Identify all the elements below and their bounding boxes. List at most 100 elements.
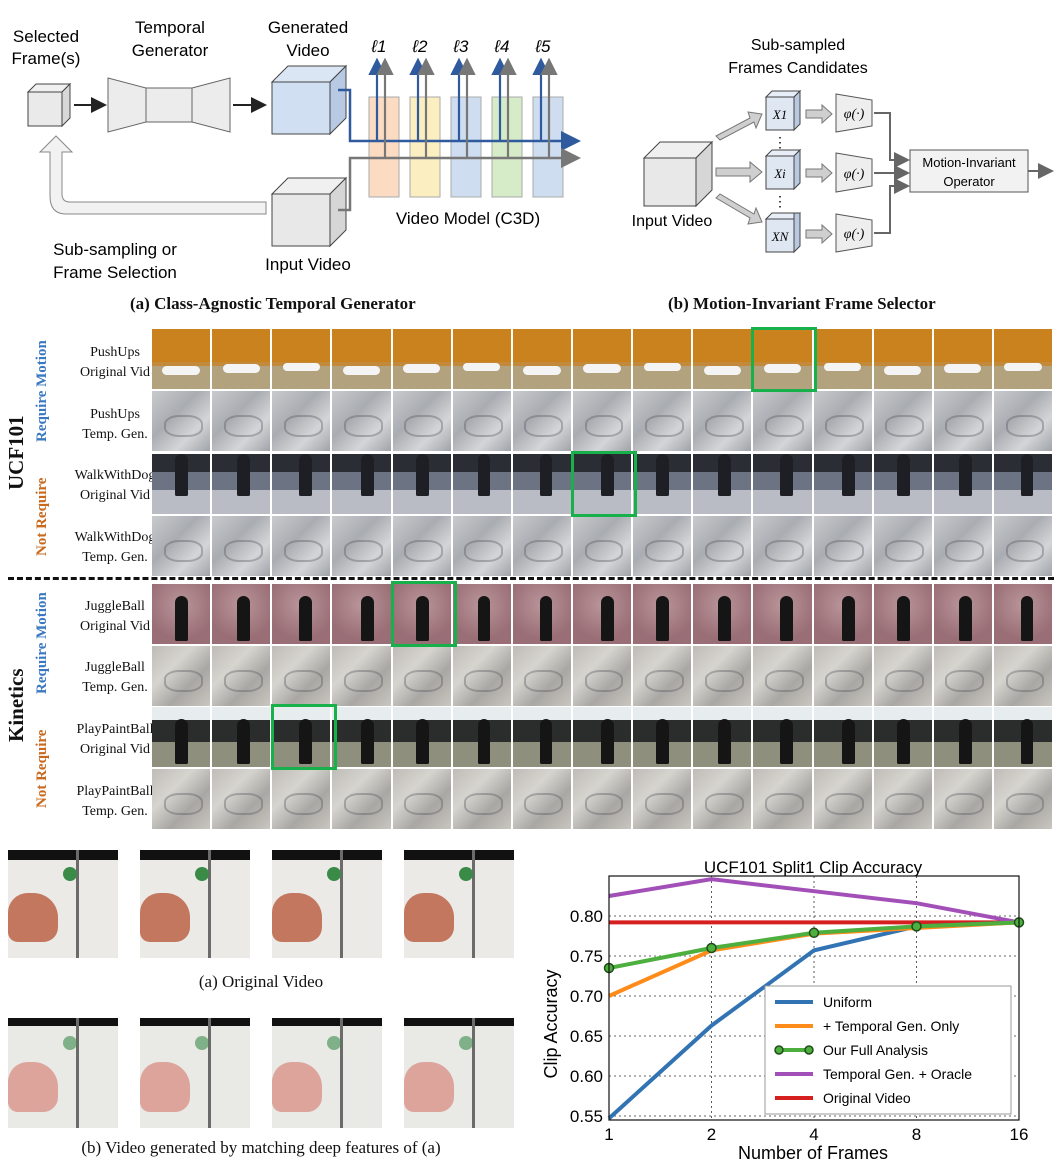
x-tick-label: 4 xyxy=(809,1125,818,1144)
video-frame xyxy=(633,769,692,829)
x1-label: X1 xyxy=(772,107,787,122)
video-frame xyxy=(873,454,932,514)
plot-frame xyxy=(608,875,1020,1121)
video-frame xyxy=(753,584,812,644)
y-tick-label: 0.70 xyxy=(570,987,603,1006)
generated-video-caption: (b) Video generated by matching deep fea… xyxy=(81,1138,441,1157)
video-frame xyxy=(993,646,1053,706)
video-frame xyxy=(572,646,632,706)
video-frame xyxy=(813,584,872,644)
selected-frame-highlight xyxy=(391,581,457,647)
video-thumbnail xyxy=(140,1018,250,1128)
video-frame xyxy=(152,516,211,576)
legend-entry: Original Video xyxy=(823,1090,911,1106)
candidate-xi-box: Xi xyxy=(764,148,802,191)
y-tick-label: 0.60 xyxy=(570,1067,603,1086)
video-frame xyxy=(212,584,271,644)
video-frame xyxy=(993,707,1053,767)
video-frame xyxy=(512,769,571,829)
video-thumbnail xyxy=(140,850,250,958)
legend-entry: + Temporal Gen. Only xyxy=(823,1018,959,1034)
video-frame xyxy=(693,646,752,706)
temporal-generator-label-2: Generator xyxy=(132,41,209,60)
video-frame xyxy=(392,646,451,706)
video-frame xyxy=(392,329,451,389)
subsampling-label-1: Sub-sampling or xyxy=(53,240,177,259)
selected-frame-highlight xyxy=(271,704,337,770)
video-frame xyxy=(272,329,331,389)
input-video-cube xyxy=(270,176,348,248)
video-frame xyxy=(753,516,812,576)
video-frame xyxy=(873,707,932,767)
video-frame xyxy=(933,516,992,576)
video-thumbnail xyxy=(404,850,514,958)
video-frame xyxy=(873,646,932,706)
video-frame xyxy=(272,769,331,829)
selected-frame-highlight xyxy=(751,327,817,392)
x-tick-label: 1 xyxy=(604,1125,613,1144)
temporal-generator-shape xyxy=(107,77,231,133)
video-frame xyxy=(873,391,932,451)
legend-entry: Uniform xyxy=(823,994,872,1010)
video-frame xyxy=(512,454,571,514)
input-video-cube-b xyxy=(642,140,714,208)
loss-label-5: ℓ5 xyxy=(535,37,551,56)
video-frame xyxy=(152,454,211,514)
panel-b-caption: (b) Motion-Invariant Frame Selector xyxy=(668,294,936,313)
series-point xyxy=(911,921,922,932)
video-frame xyxy=(332,454,391,514)
video-frame xyxy=(933,454,992,514)
y-tick-label: 0.75 xyxy=(570,947,603,966)
video-frame xyxy=(452,391,511,451)
video-frame xyxy=(693,769,752,829)
temporal-generator-diagram: Selected Frame(s) Temporal Generator Gen… xyxy=(12,18,581,282)
loss-label-2: ℓ2 xyxy=(412,37,428,56)
frame-selector-diagram: Sub-sampled Frames Candidates Input Vide… xyxy=(632,37,1054,254)
video-frame xyxy=(272,391,331,451)
svg-text:⋮: ⋮ xyxy=(773,134,787,150)
video-frame xyxy=(452,329,511,389)
video-thumbnail xyxy=(8,1018,118,1128)
video-frame xyxy=(933,329,992,389)
video-frame xyxy=(212,769,271,829)
video-frame xyxy=(392,584,451,644)
video-frame xyxy=(993,329,1053,389)
x-tick-label: 16 xyxy=(1010,1125,1029,1144)
video-frame xyxy=(212,391,271,451)
video-frame xyxy=(993,391,1053,451)
video-frame xyxy=(332,646,391,706)
panel-a-caption: (a) Class-Agnostic Temporal Generator xyxy=(130,294,416,313)
kin-not-require-label: Not Require xyxy=(34,729,50,808)
ucf-not-require-label: Not Require xyxy=(34,477,50,556)
video-frame xyxy=(753,454,812,514)
subsampling-label-2: Frame Selection xyxy=(53,263,177,282)
strip-pushups-generated xyxy=(152,391,1054,451)
loss-label-3: ℓ3 xyxy=(453,37,469,56)
video-frame xyxy=(392,391,451,451)
video-thumbnail xyxy=(404,1018,514,1128)
video-model-label: Video Model (C3D) xyxy=(396,209,540,228)
strip-juggle-original xyxy=(152,584,1054,644)
video-frame xyxy=(813,454,872,514)
video-frame xyxy=(452,646,511,706)
y-tick-label: 0.65 xyxy=(570,1027,603,1046)
generated-video-label-2: Video xyxy=(286,41,329,60)
video-frame xyxy=(332,707,391,767)
chart-title: UCF101 Split1 Clip Accuracy xyxy=(704,858,923,877)
loss-label-1: ℓ1 xyxy=(371,37,387,56)
generated-video-cube xyxy=(270,64,348,136)
video-frame xyxy=(272,454,331,514)
video-frame xyxy=(152,646,211,706)
video-frame xyxy=(693,707,752,767)
video-frame xyxy=(152,391,211,451)
chart-ylabel: Clip Accuracy xyxy=(541,969,561,1078)
video-frame xyxy=(993,769,1053,829)
video-frame xyxy=(753,769,812,829)
video-frame xyxy=(633,707,692,767)
